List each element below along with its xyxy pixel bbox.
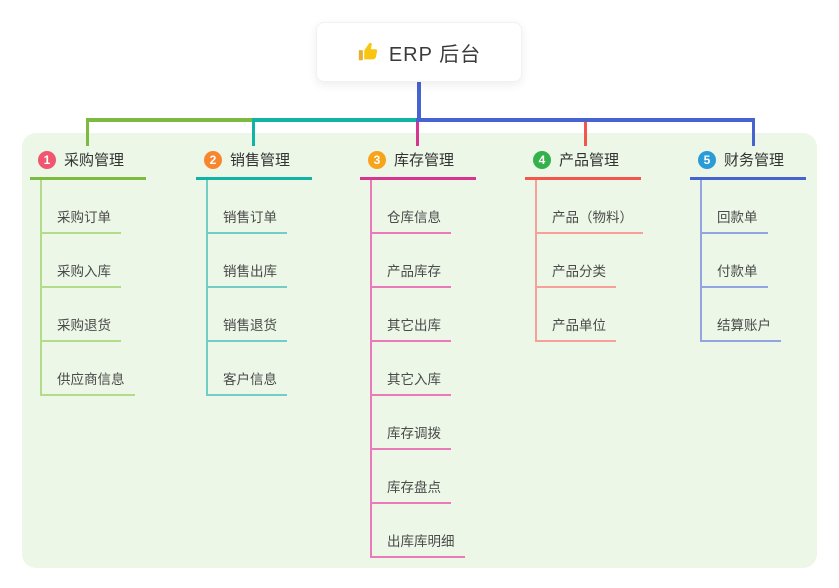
branch-item-label: 销售订单	[208, 206, 287, 234]
branch-connector-stub	[252, 118, 255, 146]
branch-item[interactable]: 采购订单	[42, 180, 146, 234]
branch-connector-stub	[416, 118, 419, 146]
branch-item[interactable]: 出库库明细	[372, 504, 476, 558]
branch-header[interactable]: 2 销售管理	[196, 146, 312, 180]
branch: 2 销售管理 销售订单 销售出库 销售退货 客户信息	[196, 146, 312, 396]
branch-number-badge: 5	[698, 150, 716, 169]
branch-item-label: 付款单	[702, 260, 768, 288]
branch-item[interactable]: 结算账户	[702, 288, 806, 342]
branch-item-label: 库存调拨	[372, 422, 451, 450]
branch: 3 库存管理 仓库信息 产品库存 其它出库 其它入库 库存调拨 库存盘点 出库库…	[360, 146, 476, 558]
branch-item[interactable]: 其它出库	[372, 288, 476, 342]
branch-item[interactable]: 销售出库	[208, 234, 312, 288]
branch-item[interactable]: 销售退货	[208, 288, 312, 342]
branch-item[interactable]: 采购退货	[42, 288, 146, 342]
branch-item-label: 仓库信息	[372, 206, 451, 234]
root-stem-connector	[417, 82, 421, 122]
branch-item-label: 产品单位	[537, 314, 616, 342]
branch-item[interactable]: 付款单	[702, 234, 806, 288]
thumbs-up-icon	[357, 41, 379, 63]
branch-item-label: 产品库存	[372, 260, 451, 288]
branch-header[interactable]: 1 采购管理	[30, 146, 146, 180]
branch-item[interactable]: 产品单位	[537, 288, 643, 342]
branch-number-badge: 4	[533, 150, 551, 169]
branch-header[interactable]: 5 财务管理	[690, 146, 806, 180]
branch-header[interactable]: 3 库存管理	[360, 146, 476, 180]
branch-item[interactable]: 库存盘点	[372, 450, 476, 504]
branch: 5 财务管理 回款单 付款单 结算账户	[690, 146, 806, 342]
branch-item[interactable]: 销售订单	[208, 180, 312, 234]
root-label: ERP 后台	[388, 43, 482, 66]
branch-connector-stub	[584, 118, 587, 146]
branch-item-label: 出库库明细	[372, 530, 465, 558]
branch-item-label: 采购入库	[42, 260, 121, 288]
branch-connector-stub	[752, 118, 755, 146]
branch-title: 采购管理	[64, 152, 125, 169]
branch-item-label: 客户信息	[208, 368, 287, 396]
branch-item-label: 销售出库	[208, 260, 287, 288]
branch-title: 库存管理	[394, 152, 455, 169]
branch-item[interactable]: 客户信息	[208, 342, 312, 396]
branch-item[interactable]: 其它入库	[372, 342, 476, 396]
branch-item[interactable]: 产品（物料）	[537, 180, 643, 234]
branch-item-label: 销售退货	[208, 314, 287, 342]
branch-item-label: 其它出库	[372, 314, 451, 342]
branch-title: 产品管理	[559, 152, 620, 169]
connector-segment-sales	[252, 118, 417, 122]
branch-connector-stub	[86, 118, 89, 146]
branch-item-label: 其它入库	[372, 368, 451, 396]
branch-item[interactable]: 回款单	[702, 180, 806, 234]
branch: 4 产品管理 产品（物料） 产品分类 产品单位	[525, 146, 643, 342]
branch-item[interactable]: 产品分类	[537, 234, 643, 288]
branch-item-label: 供应商信息	[42, 368, 135, 396]
branch-item[interactable]: 库存调拨	[372, 396, 476, 450]
branch-item[interactable]: 仓库信息	[372, 180, 476, 234]
branch: 1 采购管理 采购订单 采购入库 采购退货 供应商信息	[30, 146, 146, 396]
connector-segment-purchase	[86, 118, 253, 122]
branch-items: 回款单 付款单 结算账户	[700, 180, 806, 342]
branch-item-label: 采购退货	[42, 314, 121, 342]
branch-items: 采购订单 采购入库 采购退货 供应商信息	[40, 180, 146, 396]
branch-item-label: 采购订单	[42, 206, 121, 234]
branch-number-badge: 3	[368, 150, 386, 169]
branch-item-label: 回款单	[702, 206, 768, 234]
branch-title: 销售管理	[230, 152, 291, 169]
branch-number-badge: 2	[204, 150, 222, 169]
root-node[interactable]: ERP 后台	[316, 22, 522, 82]
branch-number-badge: 1	[38, 150, 56, 169]
connector-segment-finance	[416, 118, 755, 122]
branch-item-label: 结算账户	[702, 314, 781, 342]
branches-panel	[22, 133, 817, 568]
branch-item[interactable]: 供应商信息	[42, 342, 146, 396]
branch-items: 产品（物料） 产品分类 产品单位	[535, 180, 643, 342]
branch-item-label: 库存盘点	[372, 476, 451, 504]
branch-item[interactable]: 采购入库	[42, 234, 146, 288]
branch-items: 仓库信息 产品库存 其它出库 其它入库 库存调拨 库存盘点 出库库明细	[370, 180, 476, 558]
branch-item[interactable]: 产品库存	[372, 234, 476, 288]
branch-item-label: 产品分类	[537, 260, 616, 288]
branch-item-label: 产品（物料）	[537, 206, 643, 234]
branch-header[interactable]: 4 产品管理	[525, 146, 641, 180]
branch-items: 销售订单 销售出库 销售退货 客户信息	[206, 180, 312, 396]
branch-title: 财务管理	[724, 152, 785, 169]
